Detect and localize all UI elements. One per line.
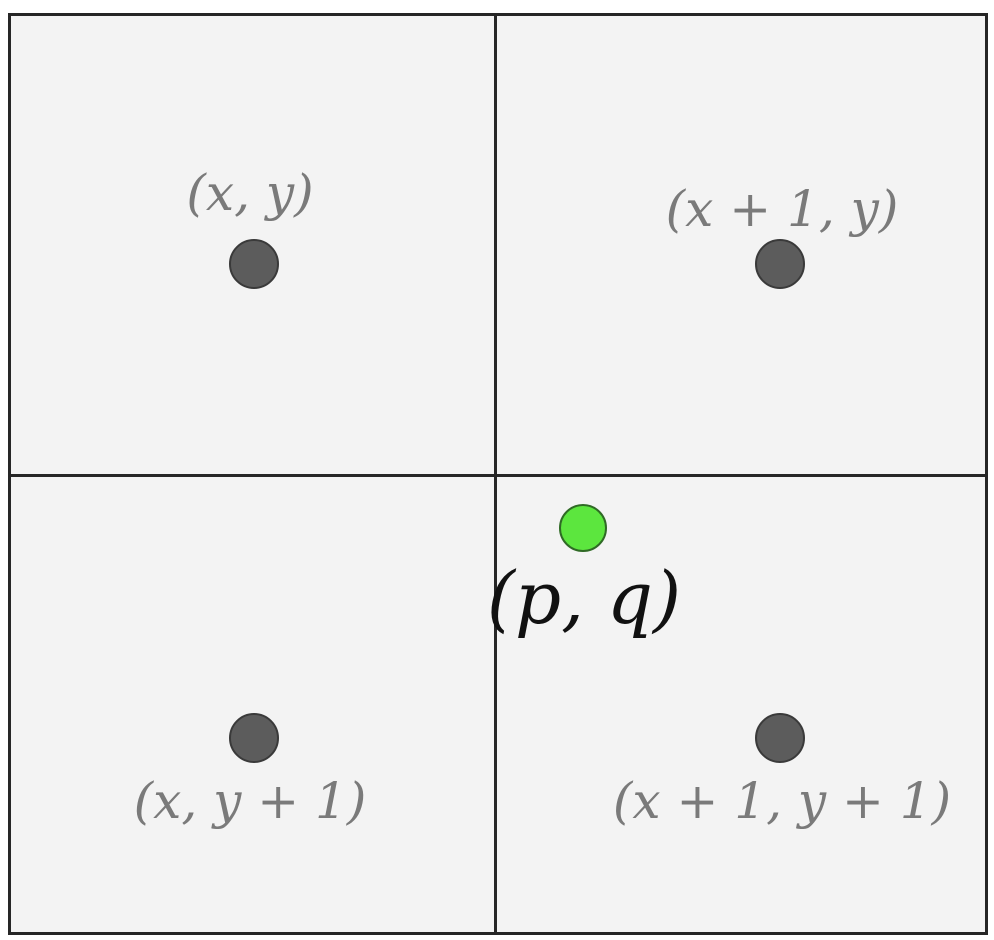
pixel-label-top-left: (x, y) — [186, 164, 314, 222]
cell-bottom-right — [495, 475, 986, 934]
cell-top-right — [495, 14, 986, 475]
pixel-label-bottom-right: (x + 1, y + 1) — [612, 772, 952, 830]
pixel-dot-bottom-left — [229, 713, 279, 763]
pixel-dot-top-left — [229, 239, 279, 289]
grid-divider-horizontal — [8, 474, 988, 477]
pixel-dot-top-right — [755, 239, 805, 289]
grid-border-top — [8, 13, 988, 16]
pixel-label-bottom-left: (x, y + 1) — [133, 772, 367, 830]
sample-point-dot — [559, 504, 607, 552]
pixel-label-top-right: (x + 1, y) — [665, 180, 899, 238]
grid-border-bottom — [8, 932, 988, 935]
sample-point-label: (p, q) — [486, 556, 682, 640]
pixel-dot-bottom-right — [755, 713, 805, 763]
cell-bottom-left — [9, 475, 495, 934]
